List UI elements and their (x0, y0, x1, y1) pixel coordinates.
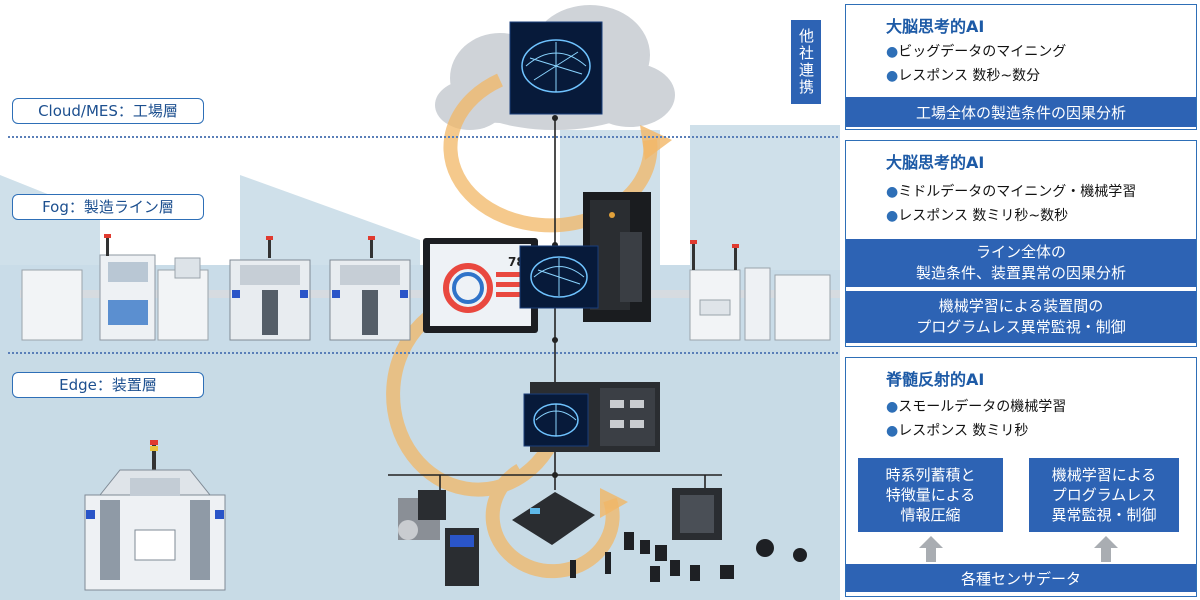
brain-icon-cloud (509, 21, 603, 115)
bullet-dot-icon: ● (886, 423, 899, 439)
io-module (512, 492, 595, 545)
panel-cloud-bullet-2: ●レスポンス 数秒~数分 (886, 68, 1041, 84)
panel-cloud: 大脳思考的AI ●ビッグデータのマイニング ●レスポンス 数秒~数分 工場全体の… (845, 4, 1197, 130)
sensors (570, 532, 807, 582)
up-arrow-icon (1094, 536, 1118, 562)
edge-machine (84, 440, 226, 591)
loop-arrows (386, 73, 658, 579)
panel-edge-box-left: 時系列蓄積と 特徴量による 情報圧縮 (858, 458, 1003, 532)
panel-fog-title: 大脳思考的AI (886, 153, 985, 172)
bullet-dot-icon: ● (886, 399, 899, 415)
servo-motor (398, 490, 446, 540)
panel-fog: 大脳思考的AI ●ミドルデータのマイニング・機械学習 ●レスポンス 数ミリ秒~数… (845, 140, 1197, 347)
industrial-pc (583, 192, 651, 322)
panel-cloud-bar: 工場全体の製造条件の因果分析 (846, 97, 1196, 127)
layer-label-edge: Edge：装置層 (12, 372, 204, 398)
bullet-dot-icon: ● (886, 44, 899, 60)
cloud-fog-separator (8, 136, 838, 138)
panel-edge: 脊髄反射的AI ●スモールデータの機械学習 ●レスポンス 数ミリ秒 時系列蓄積と… (845, 357, 1197, 597)
layer-label-fog: Fog：製造ライン層 (12, 194, 204, 220)
panel-edge-bottom-bar: 各種センサデータ (846, 564, 1196, 592)
plc-controller (530, 382, 660, 452)
controller-stack (672, 488, 722, 540)
brain-icon-edge (523, 393, 589, 447)
panel-edge-title: 脊髄反射的AI (886, 370, 985, 389)
diagram-canvas: 78 (0, 5, 840, 600)
panel-edge-box-right: 機械学習による プログラムレス 異常監視・制御 (1029, 458, 1179, 532)
brain-icon-fog (519, 245, 599, 309)
panel-fog-bullet-1: ●ミドルデータのマイニング・機械学習 (886, 184, 1137, 200)
panel-fog-bar-1: ライン全体の 製造条件、装置異常の因果分析 (846, 239, 1196, 287)
layer-label-cloud: Cloud/MES：工場層 (12, 98, 204, 124)
servo-driver (445, 528, 479, 586)
bullet-dot-icon: ● (886, 68, 899, 84)
panel-edge-bullet-2: ●レスポンス 数ミリ秒 (886, 423, 1029, 439)
fog-edge-separator (8, 352, 838, 354)
hmi-monitor (423, 238, 538, 333)
panel-cloud-bullet-1: ●ビッグデータのマイニング (886, 44, 1067, 60)
bullet-dot-icon: ● (886, 184, 899, 200)
partner-tag: 他社連携 (791, 20, 821, 104)
panel-edge-bullet-1: ●スモールデータの機械学習 (886, 399, 1067, 415)
up-arrow-icon (919, 536, 943, 562)
bullet-dot-icon: ● (886, 208, 899, 224)
panel-fog-bar-2: 機械学習による装置間の プログラムレス異常監視・制御 (846, 291, 1196, 343)
panel-cloud-title: 大脳思考的AI (886, 17, 985, 36)
panel-fog-bullet-2: ●レスポンス 数ミリ秒~数秒 (886, 208, 1069, 224)
